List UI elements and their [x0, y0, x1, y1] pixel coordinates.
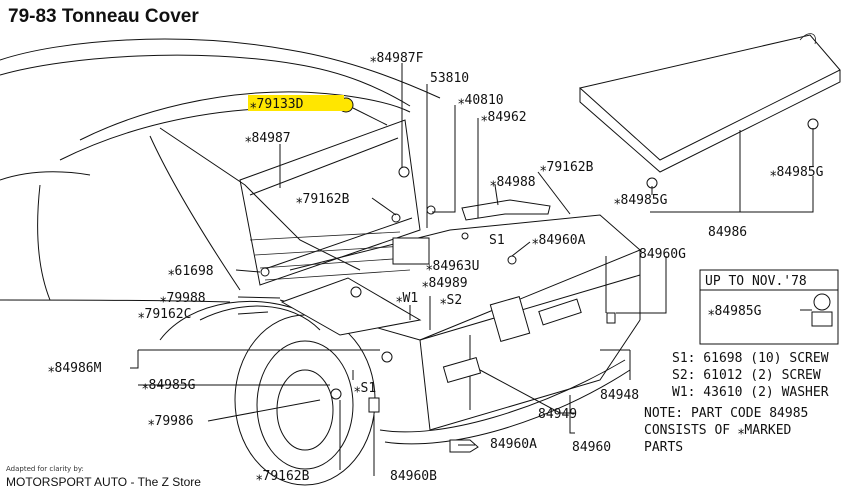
callout-84963u: ⁎84963U: [426, 259, 479, 274]
highlight-box: [248, 95, 344, 111]
callout-79162b-lower: ⁎79162B: [256, 469, 310, 484]
leader-lines: [130, 63, 814, 476]
callout-s1: S1: [489, 233, 505, 248]
inset-box: UP TO NOV.'78 ⁎84985G: [699, 269, 839, 345]
callout-79133d: ⁎79133D: [250, 97, 304, 112]
callout-s1-lower: ⁎S1: [354, 381, 376, 396]
callout-84988: ⁎84988: [490, 175, 536, 190]
legend-w1: W1: 43610 (2) WASHER: [672, 385, 829, 400]
callout-84960a-lower: 84960A: [490, 437, 537, 452]
callout-84985g-right: ⁎84985G: [614, 193, 668, 208]
legend-s2: S2: 61012 (2) SCREW: [672, 368, 821, 383]
fasteners: [260, 118, 819, 453]
callout-84960a-upper: ⁎84960A: [532, 233, 586, 248]
note-line-3: PARTS: [644, 440, 683, 455]
callout-84960b: 84960B: [390, 469, 437, 484]
callout-84986: 84986: [708, 225, 747, 240]
note-block: NOTE: PART CODE 84985 CONSISTS OF ⁎MARKE…: [644, 406, 808, 455]
inset-part-drawing: [811, 311, 833, 327]
credit-small: Adapted for clarity by:: [6, 465, 84, 473]
callout-40810: ⁎40810: [458, 93, 504, 108]
callout-84960g: 84960G: [639, 247, 686, 262]
fastener-legend: S1: 61698 (10) SCREW S2: 61012 (2) SCREW…: [672, 351, 829, 400]
credit-main: MOTORSPORT AUTO - The Z Store: [6, 475, 201, 489]
page-title: 79-83 Tonneau Cover: [8, 6, 199, 27]
callout-84962: ⁎84962: [481, 110, 527, 125]
car-body-outline: [0, 38, 641, 486]
callout-84985g-top-right: ⁎84985G: [770, 165, 824, 180]
callout-84987: ⁎84987: [245, 131, 291, 146]
callout-84989: ⁎84989: [422, 276, 468, 291]
floor-board: [280, 277, 422, 336]
callout-61698: ⁎61698: [168, 264, 214, 279]
tonneau-board: [578, 33, 841, 173]
callout-84949: 84949: [538, 407, 577, 422]
inset-title: UP TO NOV.'78: [705, 274, 807, 289]
callout-s2: ⁎S2: [440, 293, 462, 308]
callout-84987f: ⁎84987F: [370, 51, 424, 66]
note-line-1: NOTE: PART CODE 84985: [644, 406, 808, 421]
callout-53810: 53810: [430, 71, 469, 86]
callout-79162b-upper: ⁎79162B: [540, 160, 594, 175]
callout-labels: ⁎84987F 53810 ⁎40810 ⁎79133D ⁎84962 ⁎849…: [48, 51, 824, 484]
callout-84985g-left: ⁎84985G: [142, 378, 196, 393]
callout-w1: ⁎W1: [396, 291, 418, 306]
callout-79162c: ⁎79162C: [138, 307, 191, 322]
legend-s1: S1: 61698 (10) SCREW: [672, 351, 829, 366]
credit-block: Adapted for clarity by: MOTORSPORT AUTO …: [6, 465, 201, 489]
callout-79162b-mid: ⁎79162B: [296, 192, 350, 207]
callout-79988: ⁎79988: [160, 291, 206, 306]
callout-84986m: ⁎84986M: [48, 361, 102, 376]
inset-part-label: ⁎84985G: [708, 304, 762, 319]
callout-84948: 84948: [600, 388, 639, 403]
callout-79986: ⁎79986: [148, 414, 194, 429]
note-line-2: CONSISTS OF ⁎MARKED: [644, 423, 792, 438]
callout-84960: 84960: [572, 440, 611, 455]
